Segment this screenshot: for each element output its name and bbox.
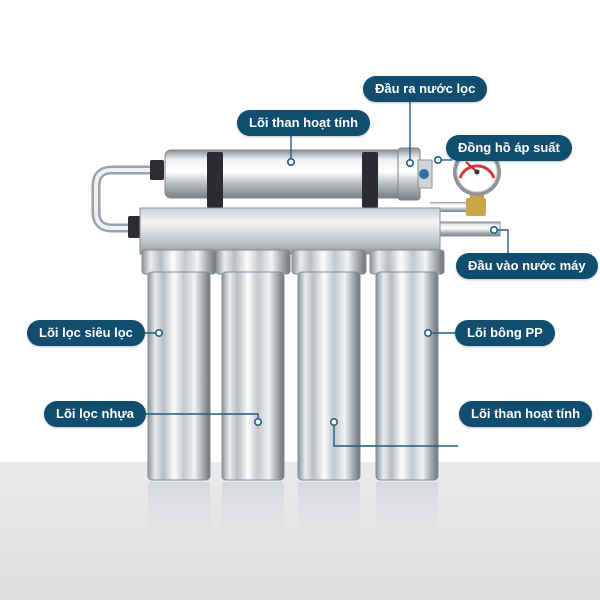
top-carbon-housing <box>164 147 433 208</box>
callout-carbon-bottom: Lõi than hoạt tính <box>459 401 593 427</box>
callout-resin: Lõi lọc nhựa <box>44 401 147 427</box>
callout-carbon-top: Lõi than hoạt tính <box>237 110 371 136</box>
floor-reflections <box>148 482 438 552</box>
callout-pp-cotton: Lõi bông PP <box>455 320 555 346</box>
leader-carbon-bottom <box>333 422 458 447</box>
marker-dots <box>155 156 498 426</box>
leader-inlet <box>494 229 509 253</box>
callout-ultra-filter: Lõi lọc siêu lọc <box>27 320 145 346</box>
callout-pressure-gauge: Đồng hồ áp suất <box>446 135 572 161</box>
filter-cartridges <box>141 249 445 481</box>
callout-inlet: Đầu vào nước máy <box>456 253 598 279</box>
connector-pipe <box>91 160 164 238</box>
manifold-bar <box>139 207 501 255</box>
callout-outlet: Đầu ra nước lọc <box>363 76 488 102</box>
